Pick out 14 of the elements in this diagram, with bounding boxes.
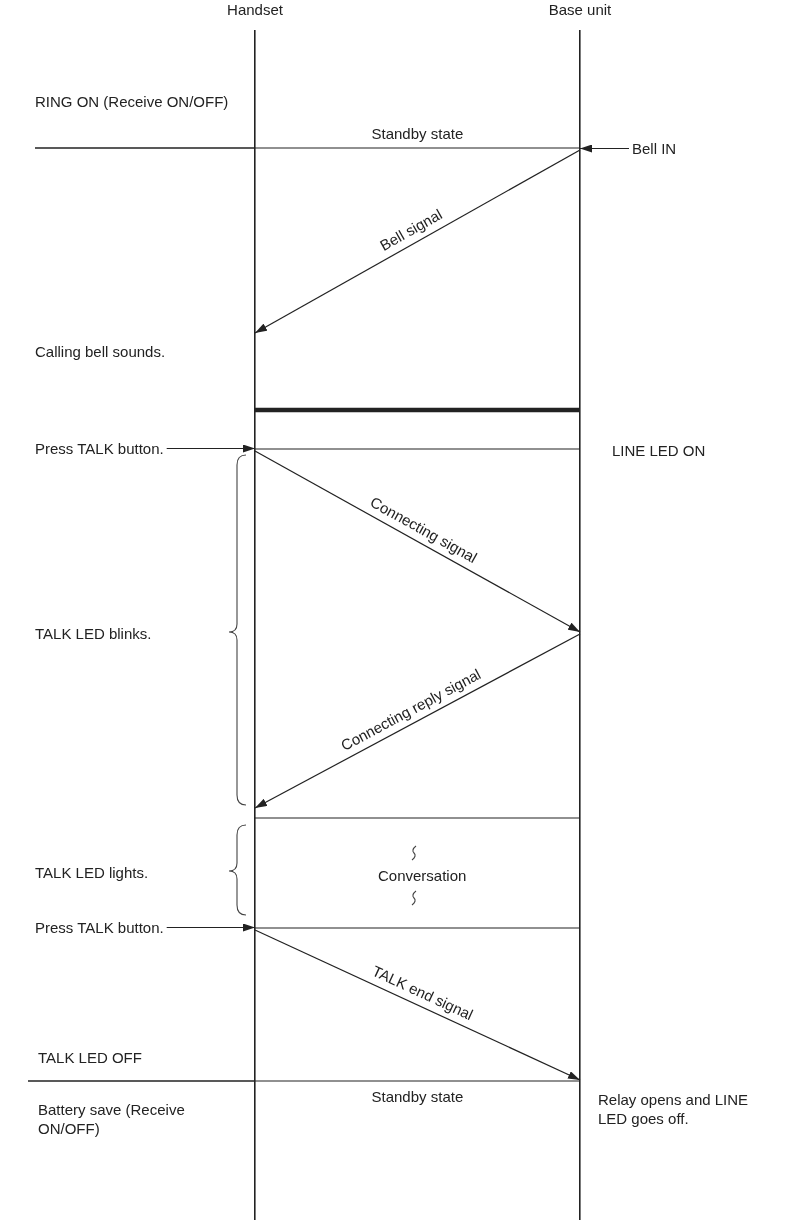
note-text: RING ON (Receive ON/OFF) — [35, 92, 229, 111]
note-text: TALK LED blinks. — [35, 624, 152, 643]
note-text: Relay opens and LINE LED goes off. — [598, 1090, 750, 1128]
note-text: TALK LED OFF — [38, 1048, 142, 1067]
edge-label: Standby state — [369, 1088, 466, 1106]
event-text: Bell IN — [632, 139, 677, 158]
note-text: LINE LED ON — [612, 441, 706, 460]
note-text: TALK LED lights. — [35, 863, 149, 882]
state-text: Conversation — [378, 866, 467, 885]
note-text: Calling bell sounds. — [35, 342, 166, 361]
edge-label: Standby state — [369, 125, 466, 143]
event-text: Press TALK button. — [35, 918, 164, 937]
event-text: Press TALK button. — [35, 439, 164, 458]
note-text: Battery save (Receive ON/OFF) — [38, 1100, 186, 1138]
